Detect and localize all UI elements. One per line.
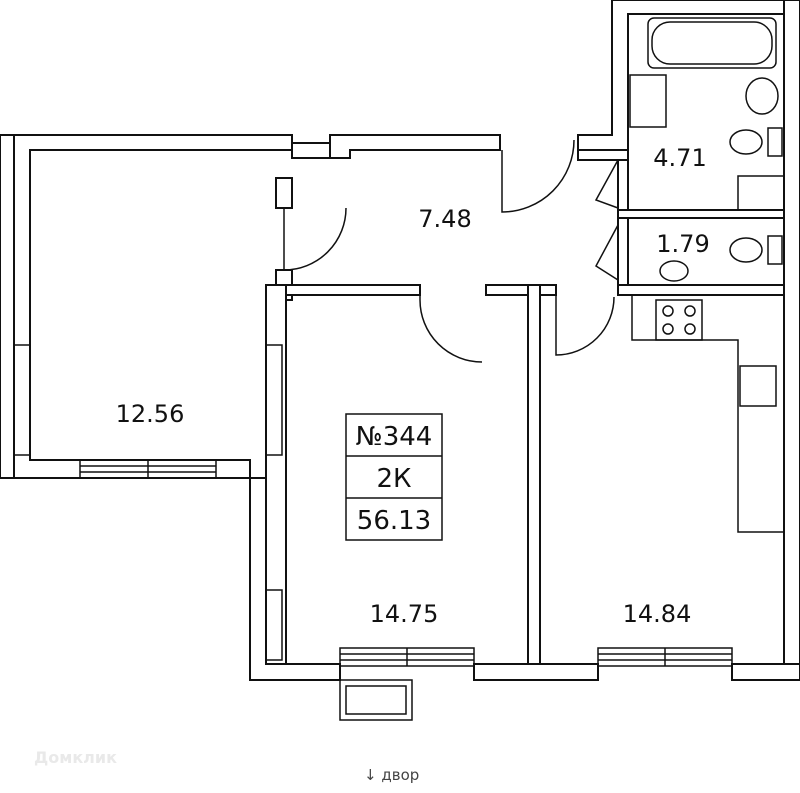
orientation-label: ↓ двор [364, 766, 419, 784]
kitchen-counter [631, 295, 784, 533]
balcony [339, 679, 413, 721]
room-area-1-79: 1.79 [656, 230, 709, 258]
apartment-number: №344 [356, 422, 433, 452]
apartment-total-area: 56.13 [357, 506, 431, 536]
small-sink-icon [659, 260, 689, 282]
windows [13, 344, 733, 667]
watermark-logo: Домклик [34, 748, 117, 767]
apartment-info-box: №344 2К 56.13 [345, 413, 443, 541]
bathtub-icon [647, 17, 777, 69]
room-labels: 12.56 7.48 4.71 1.79 14.75 14.84 [116, 144, 710, 628]
room-area-7-48: 7.48 [418, 205, 471, 233]
stove-icon [655, 299, 703, 341]
toilet-icon [729, 127, 783, 157]
room-area-14-84: 14.84 [623, 600, 692, 628]
room-area-4-71: 4.71 [653, 144, 706, 172]
kitchen-sink-icon [739, 365, 777, 407]
sink-icon [745, 77, 779, 115]
apartment-type: 2К [376, 464, 411, 494]
room-area-12-56: 12.56 [116, 400, 185, 428]
down-arrow-icon: ↓ [364, 766, 377, 784]
room-area-14-75: 14.75 [370, 600, 439, 628]
doors [283, 139, 619, 363]
walls [0, 0, 800, 681]
orientation-text: двор [381, 766, 420, 784]
washing-machine-icon [629, 74, 667, 128]
toilet-icon-2 [729, 235, 783, 265]
fixtures [629, 17, 785, 533]
